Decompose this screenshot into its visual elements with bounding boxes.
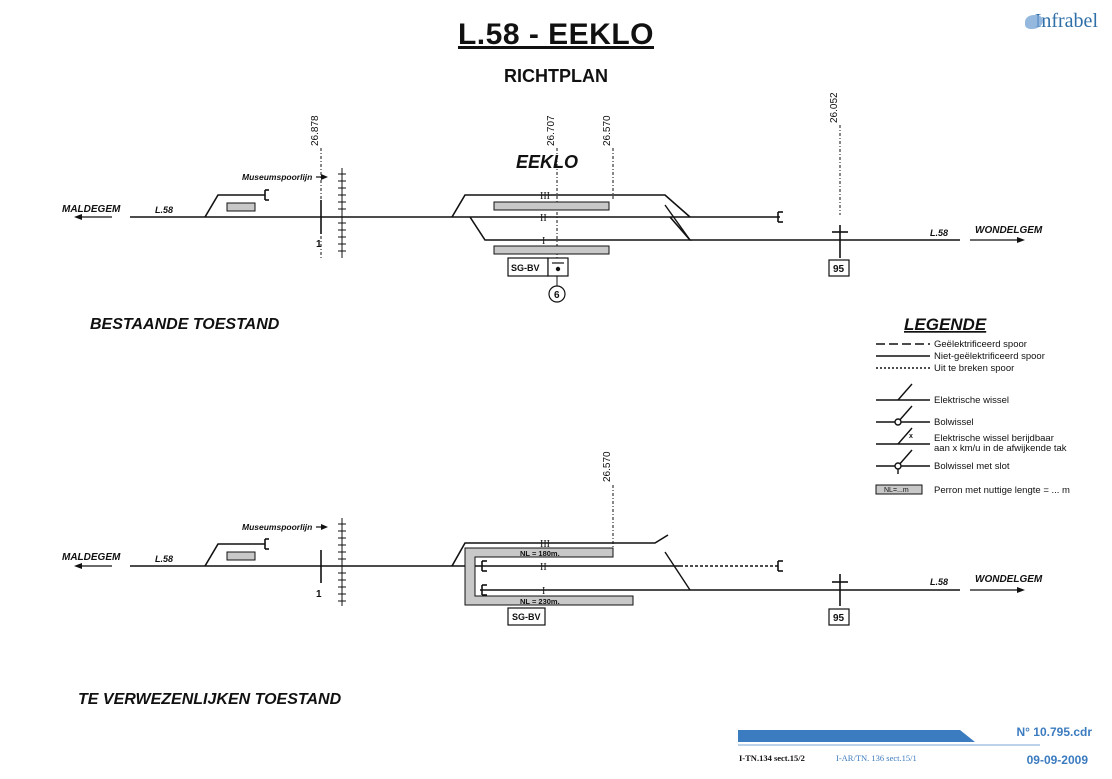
- doc-number: N° 10.795.cdr: [1016, 725, 1092, 739]
- legend-label-to-remove: Uit te breken spoor: [934, 363, 1014, 374]
- box-95-top: [828, 259, 850, 277]
- line-label-right-bottom: L.58: [930, 577, 948, 587]
- track-label-III-bottom: III: [540, 539, 550, 550]
- legend-label-ball-switch-lock: Bolwissel met slot: [934, 461, 1010, 472]
- legend-label-electric-switch-x-1: Elektrische wissel berijdbaar: [934, 433, 1054, 444]
- dest-left-top: MALDEGEM: [62, 204, 121, 215]
- platform-label-180: NL = 180m.: [520, 549, 560, 558]
- box-95-label-top: 95: [833, 264, 845, 275]
- footer-ref-2: I-AR/TN. 136 sect.15/1: [836, 753, 917, 763]
- track-label-III-top: III: [540, 191, 550, 202]
- museum-label-bottom: Museumspoorlijn: [242, 522, 312, 532]
- line-label-left-bottom: L.58: [155, 554, 173, 564]
- logo-mark-icon: [1024, 15, 1043, 30]
- signal-box-label-top: SG-BV: [511, 263, 540, 273]
- line-label-right-top: L.58: [930, 228, 948, 238]
- platform-lower-top: [493, 245, 610, 255]
- line-label-left-top: L.58: [155, 205, 173, 215]
- footer-bar: [738, 730, 975, 742]
- dest-right-bottom: WONDELGEM: [975, 574, 1043, 585]
- museum-label-top: Museumspoorlijn: [242, 172, 312, 182]
- dest-right-top: WONDELGEM: [975, 225, 1043, 236]
- box-95-bottom: [828, 608, 850, 626]
- legend-label-electric-switch: Elektrische wissel: [934, 395, 1009, 406]
- legend-label-non-electrified: Niet-geëlektrificeerd spoor: [934, 351, 1045, 362]
- legend-label-electrified: Geëlektrificeerd spoor: [934, 339, 1027, 350]
- logo-text: Infrabel: [1034, 10, 1098, 32]
- section-title-planned: TE VERWEZENLIJKEN TOESTAND: [78, 691, 342, 708]
- track-III-top: [451, 194, 691, 218]
- arrow-right-icon: [1017, 237, 1025, 243]
- track-III-bottom: [451, 534, 669, 567]
- dest-left-bottom: MALDEGEM: [62, 552, 121, 563]
- museum-siding-bottom: [204, 543, 265, 567]
- legend-sym-platform: [875, 484, 923, 495]
- footer-ref-1: I-TN.134 sect.15/2: [739, 753, 805, 763]
- legend-title: LEGENDE: [904, 315, 987, 334]
- track-label-II-bottom: II: [540, 562, 547, 573]
- track-label-II-top: II: [540, 213, 547, 224]
- signal-box-label-bottom: SG-BV: [512, 612, 541, 622]
- km-label-top-1: 26.878: [310, 115, 321, 146]
- platform-museum-bottom: [226, 551, 256, 561]
- track-I-top: [469, 216, 692, 241]
- circle-marker-top: [548, 285, 566, 303]
- arrow-museum-bottom-icon: [321, 524, 328, 530]
- km-label-top-3: 26.570: [602, 115, 613, 146]
- arrow-museum-icon: [321, 174, 328, 180]
- legend-x-mark: x: [909, 433, 913, 440]
- km-label-bottom: 26.570: [602, 451, 613, 482]
- page-title: L.58 - EEKLO: [457, 18, 655, 51]
- doc-date: 09-09-2009: [1027, 753, 1089, 767]
- track-label-I-bottom: I: [542, 586, 545, 597]
- arrow-left-icon: [74, 214, 82, 220]
- arrow-left-bottom-icon: [74, 563, 82, 569]
- signal-box-bottom: [507, 607, 546, 626]
- arrow-right-bottom-icon: [1017, 587, 1025, 593]
- km-label-top-4: 26.052: [829, 92, 840, 123]
- page-subtitle: RICHTPLAN: [504, 66, 608, 86]
- platform-new-bottom: [464, 547, 634, 606]
- crossing-number-top: 1: [316, 239, 322, 250]
- crossing-number-bottom: 1: [316, 589, 322, 600]
- platform-upper-top: [493, 201, 610, 211]
- platform-label-230: NL = 230m.: [520, 597, 560, 606]
- legend-label-platform: Perron met nuttige lengte = ... m: [934, 485, 1070, 496]
- infrabel-logo: Infrabel: [1024, 10, 1098, 33]
- legend-platform-symbol-text: NL=...m: [884, 487, 909, 494]
- station-name: EEKLO: [516, 152, 578, 172]
- km-label-top-2: 26.707: [546, 115, 557, 146]
- section-title-existing: BESTAANDE TOESTAND: [90, 316, 280, 333]
- circle-number-top: 6: [554, 290, 560, 301]
- platform-museum-top: [226, 202, 256, 212]
- track-label-I-top: I: [542, 236, 545, 247]
- box-95-label-bottom: 95: [833, 613, 845, 624]
- museum-siding-top: [204, 194, 265, 218]
- legend-label-electric-switch-x-2: aan x km/u in de afwijkende tak: [934, 443, 1067, 454]
- legend-label-ball-switch: Bolwissel: [934, 417, 974, 428]
